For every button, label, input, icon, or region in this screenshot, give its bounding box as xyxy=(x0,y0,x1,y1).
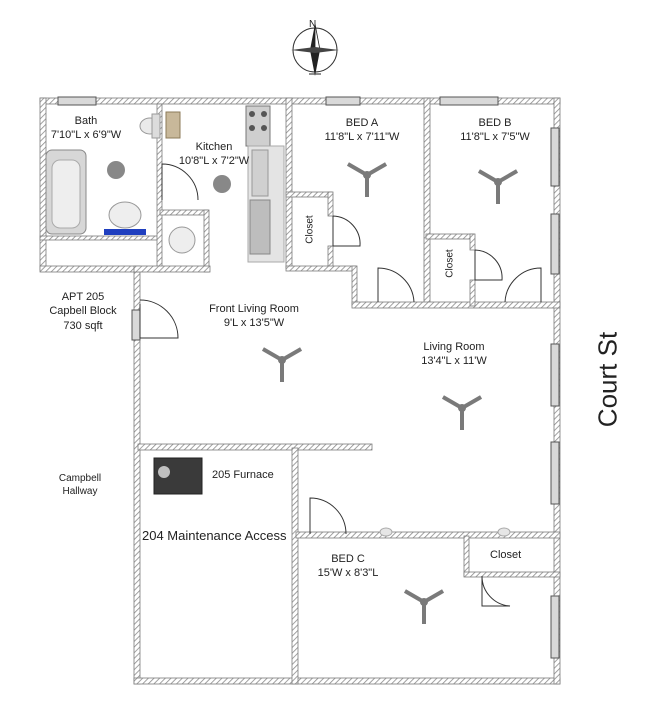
doors xyxy=(139,163,542,607)
hallway-line2: Hallway xyxy=(62,486,98,497)
bed-a-name: BED A xyxy=(345,117,379,129)
front-living-label: Front Living Room 9'L x 13'5"W xyxy=(198,302,310,331)
bath-label: Bath 7'10"L x 6'9"W xyxy=(48,114,124,143)
ceiling-fan-icon xyxy=(477,169,519,204)
living-dims: 13'4"L x 11'W xyxy=(421,355,487,368)
living-label: Living Room 13'4"L x 11'W xyxy=(414,340,494,369)
kitchen-name: Kitchen xyxy=(195,141,233,153)
ceiling-fan-icon xyxy=(261,347,303,382)
kitchen-dims: 10'8"L x 7'2"W xyxy=(178,155,250,168)
bed-a-label: BED A 11'8"L x 7'11"W xyxy=(316,116,408,145)
front-living-name: Front Living Room xyxy=(209,303,299,315)
light-fixtures xyxy=(379,527,511,537)
apartment-number: APT 205 xyxy=(61,291,105,303)
apartment-building: Capbell Block xyxy=(49,305,117,318)
furnace-label: 205 Furnace xyxy=(212,469,274,481)
bed-c-name: BED C xyxy=(331,553,365,565)
bath-dims: 7'10"L x 6'9"W xyxy=(50,129,122,142)
apartment-area: 730 sqft xyxy=(63,319,103,332)
sink-icon xyxy=(108,201,142,229)
closet-b-label: Closet xyxy=(444,249,456,278)
furnace-icon xyxy=(153,457,203,495)
compass-icon xyxy=(291,23,339,76)
apartment-label: APT 205 Capbell Block 730 sqft xyxy=(38,290,128,333)
bath-name: Bath xyxy=(74,115,98,127)
bath-fixtures xyxy=(45,113,161,235)
floor-drain-icon xyxy=(107,161,125,179)
compass-north-label: N xyxy=(309,19,317,30)
front-living-dims: 9'L x 13'5"W xyxy=(223,317,285,330)
closet-c-label: Closet xyxy=(490,549,522,561)
closet-a-label: Closet xyxy=(304,215,316,244)
bed-b-dims: 11'8"L x 7'5"W xyxy=(460,131,530,144)
hallway-line1: Campbell xyxy=(58,473,102,484)
ceiling-fan-icon xyxy=(441,395,483,430)
bed-c-dims: 15'W x 8'3"L xyxy=(317,567,379,580)
bed-c-label: BED C 15'W x 8'3"L xyxy=(308,552,388,581)
bed-b-label: BED B 11'8"L x 7'5"W xyxy=(452,116,538,145)
maintenance-label: 204 Maintenance Access xyxy=(142,528,287,543)
kitchen-label: Kitchen 10'8"L x 7'2"W xyxy=(174,140,254,169)
living-name: Living Room xyxy=(423,341,485,353)
windows xyxy=(57,96,560,659)
ceiling-fan-icon xyxy=(403,589,445,624)
bed-a-dims: 11'8"L x 7'11"W xyxy=(324,131,400,144)
bed-b-name: BED B xyxy=(478,117,512,129)
water-heater-icon xyxy=(168,226,196,254)
hallway-label: Campbell Hallway xyxy=(44,472,116,498)
ceiling-fan-icon xyxy=(346,162,388,197)
street-label: Court St xyxy=(592,331,623,428)
kitchen-fixtures xyxy=(165,105,285,263)
